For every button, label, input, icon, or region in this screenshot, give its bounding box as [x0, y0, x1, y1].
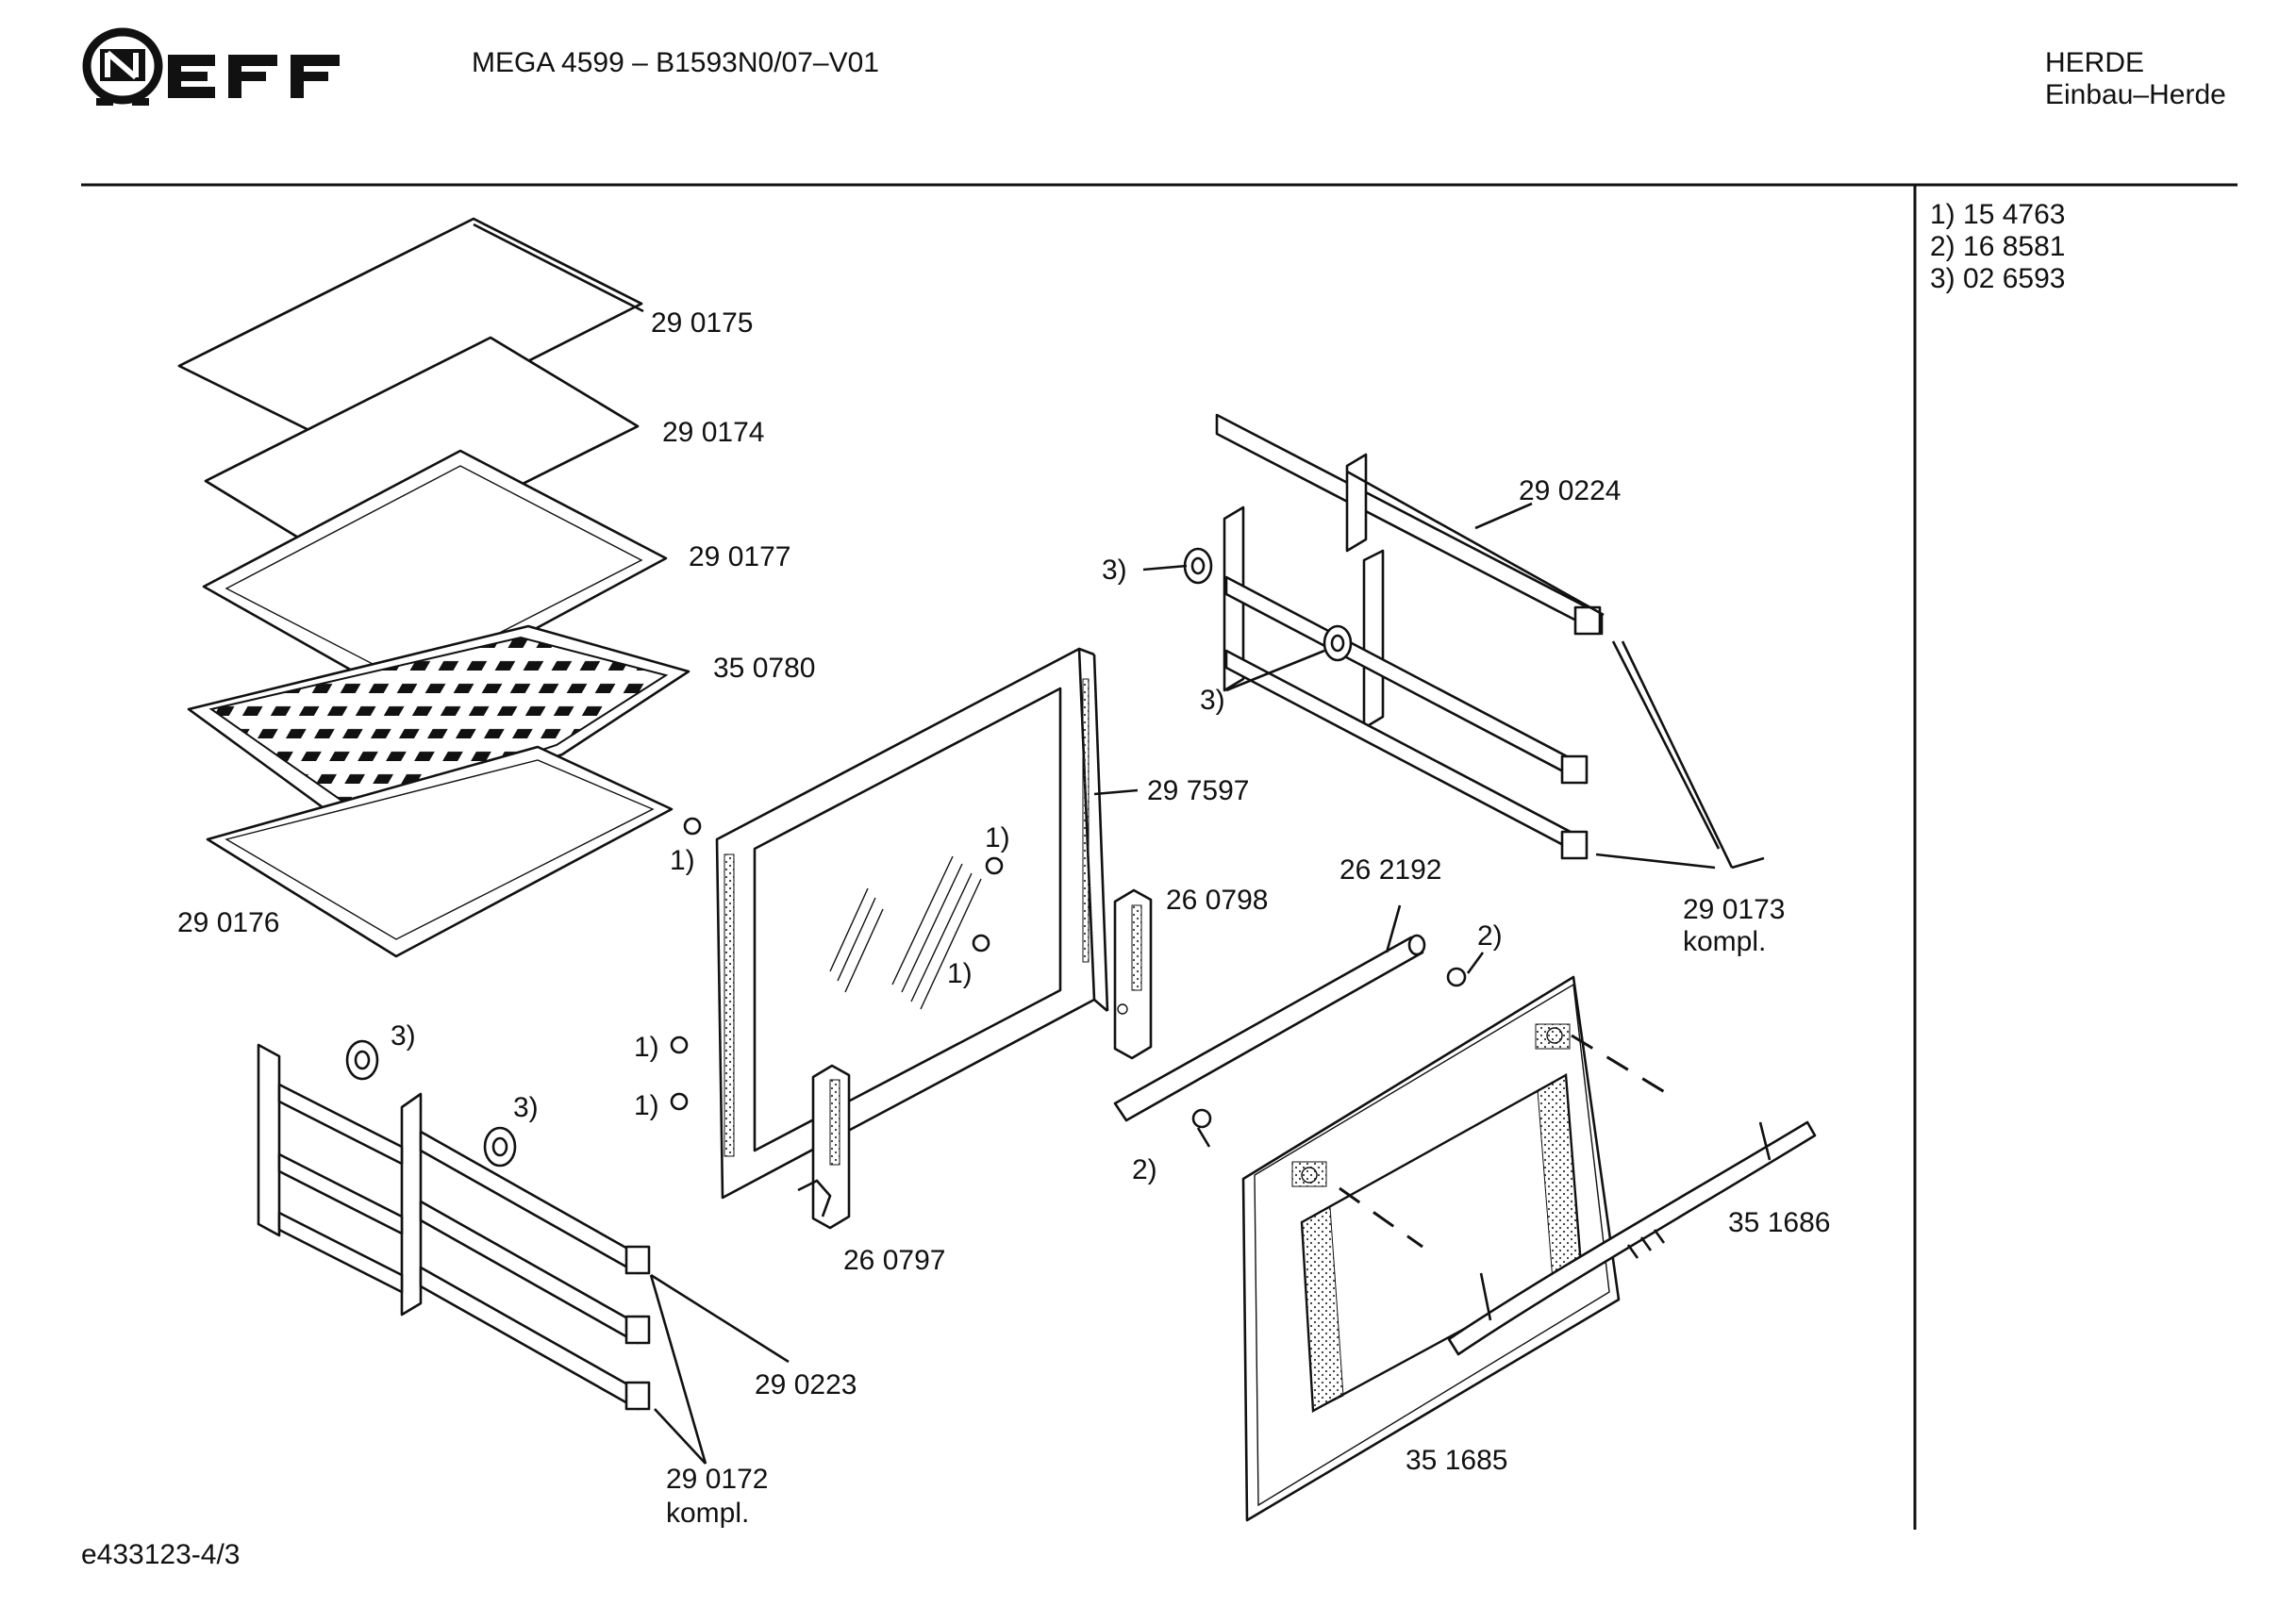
- inner-door-290724: [715, 647, 1109, 1200]
- callout-3: 3): [391, 1020, 416, 1052]
- label-290177: 29 0177: [689, 541, 790, 572]
- callout-3: 3): [1102, 555, 1127, 586]
- glass-shelf-290177: [202, 449, 668, 702]
- callout-2: 2): [1477, 920, 1503, 952]
- callout-1: 1): [947, 958, 973, 989]
- label-290173-note: kompl.: [1683, 926, 1766, 957]
- label-350780: 35 0780: [713, 653, 815, 684]
- label-290174: 29 0174: [662, 417, 764, 448]
- footnote-2: 2) 16 8581: [1930, 231, 2066, 262]
- hinge-260797: [797, 1064, 851, 1230]
- callout-labels: 1) 1) 1) 1) 1) 2) 2) 3) 3) 3) 3): [391, 555, 1503, 1185]
- neff-logo: [81, 25, 355, 113]
- callout-1: 1): [634, 1032, 659, 1063]
- part-labels: 29 0175 29 0174 29 0177 35 0780 29 0176 …: [177, 307, 1830, 1529]
- label-290173: 29 0173: [1683, 894, 1785, 925]
- drawing-id: e433123-4/3: [81, 1539, 241, 1570]
- callout-1: 1): [985, 822, 1010, 853]
- label-297597: 29 7597: [1147, 775, 1249, 806]
- footnote-1: 1) 15 4763: [1930, 199, 2066, 230]
- label-290223: 29 0223: [755, 1369, 857, 1400]
- grill-rack-290175: [177, 217, 644, 453]
- screws: [670, 817, 1467, 1129]
- label-290176: 29 0176: [177, 907, 279, 938]
- side-rails-290173: [1215, 413, 1604, 860]
- model-title: MEGA 4599 – B1593N0/07–V01: [472, 47, 879, 78]
- label-290224: 29 0224: [1519, 475, 1621, 506]
- leader-lines: [649, 502, 1765, 1465]
- handle-351686: [1447, 1120, 1817, 1356]
- label-262192: 26 2192: [1339, 854, 1441, 886]
- callout-2: 2): [1132, 1154, 1157, 1185]
- tray-290176: [206, 745, 674, 958]
- label-290175: 29 0175: [651, 307, 753, 339]
- subcategory-title: Einbau–Herde: [2045, 79, 2226, 110]
- baking-tray-350780: [187, 624, 690, 830]
- label-351686: 35 1686: [1728, 1207, 1830, 1238]
- category-title: HERDE: [2045, 47, 2145, 78]
- rail-290224: [1346, 470, 1605, 617]
- side-rails-290172: [257, 1043, 651, 1411]
- label-260798: 26 0798: [1166, 885, 1268, 916]
- hinge-260798: [1113, 888, 1153, 1060]
- callout-1: 1): [670, 845, 695, 876]
- callout-3: 3): [1200, 685, 1225, 716]
- callout-1: 1): [634, 1090, 659, 1121]
- spacer-washers: [345, 547, 1353, 1168]
- label-290172: 29 0172: [666, 1464, 768, 1495]
- callout-3: 3): [513, 1092, 539, 1123]
- label-260797: 26 0797: [843, 1245, 945, 1276]
- label-290172-note: kompl.: [666, 1498, 749, 1529]
- footnote-list: 1) 15 4763 2) 16 8581 3) 02 6593: [1930, 199, 2065, 295]
- outer-door-351685: [1241, 975, 1621, 1522]
- footnote-3: 3) 02 6593: [1930, 263, 2066, 294]
- rod-262192: [1113, 934, 1426, 1122]
- label-351685: 35 1685: [1406, 1445, 1507, 1476]
